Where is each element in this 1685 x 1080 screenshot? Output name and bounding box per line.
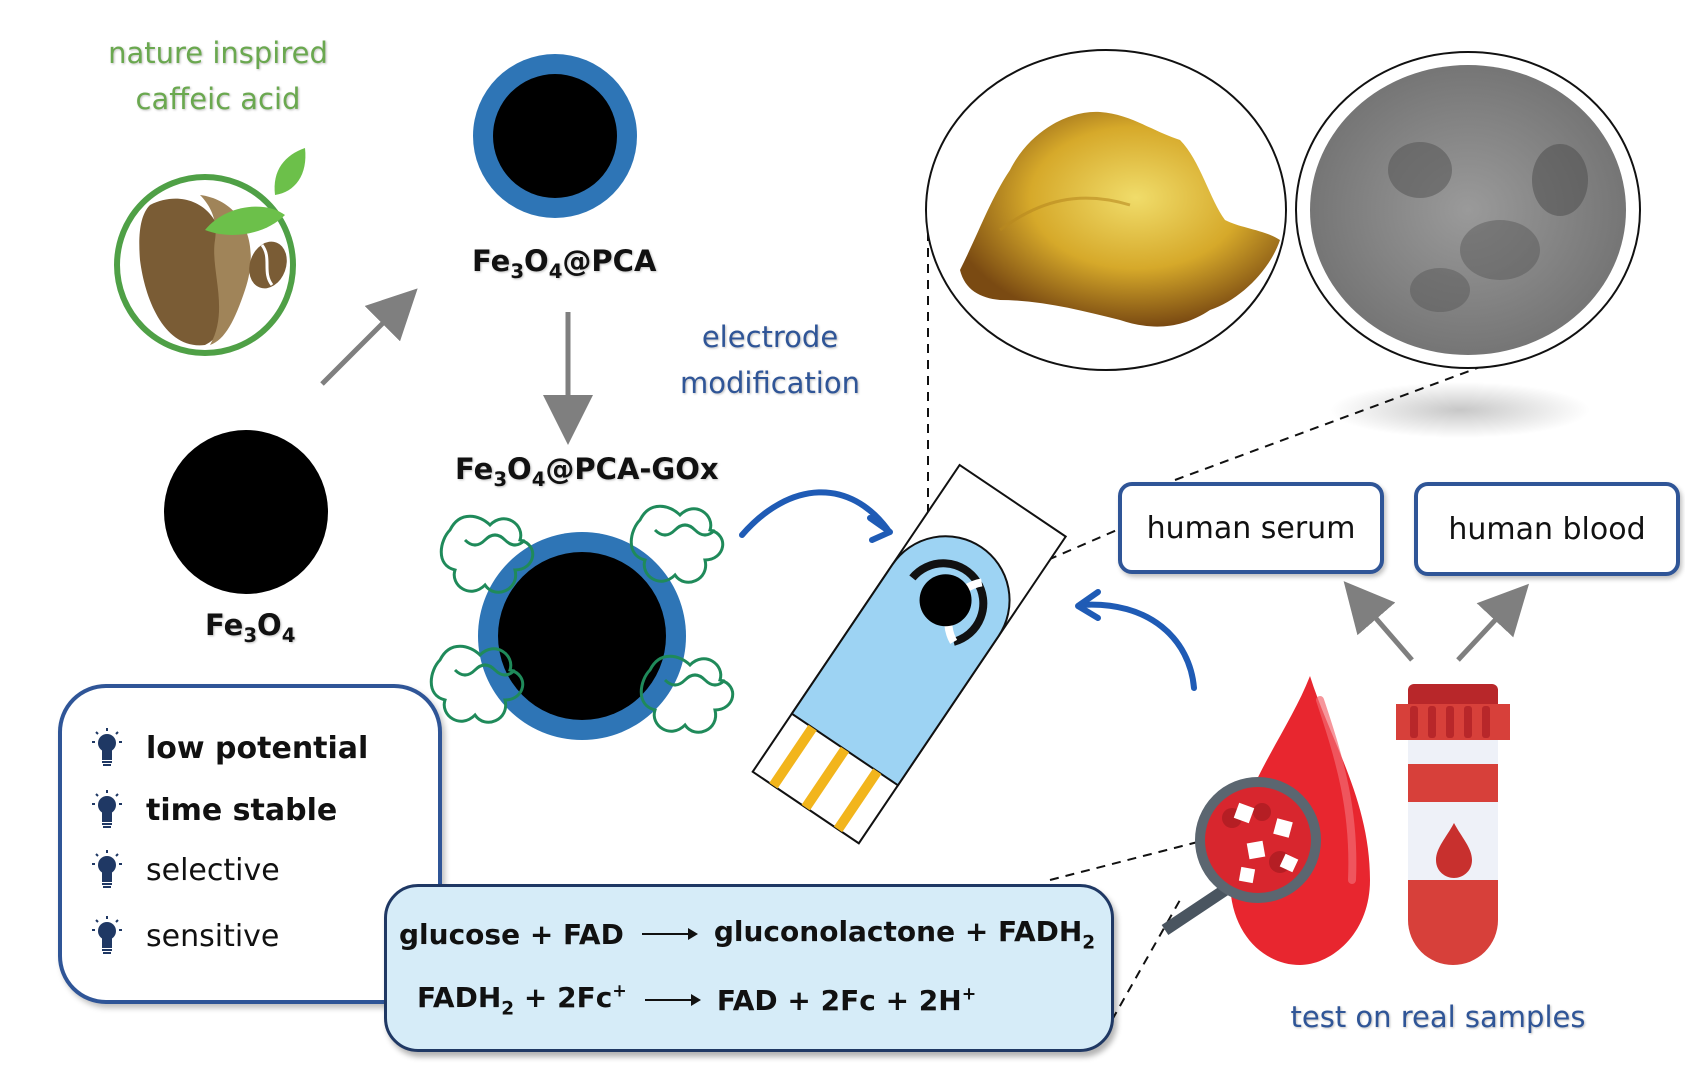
electrode-line2: modification <box>680 366 860 400</box>
reaction-2: FADH2 + 2Fc+ FAD + 2Fc + 2H+ <box>417 981 976 1019</box>
reaction-2-products: FAD + 2Fc + 2H+ <box>716 983 977 1017</box>
fe3o4-label: Fe3O4 <box>205 608 296 647</box>
arrow-to-serum <box>1343 581 1414 662</box>
human-blood-box: human blood <box>1414 482 1680 576</box>
afm-image <box>925 49 1287 371</box>
arrow-to-pca <box>320 288 418 386</box>
caffeic-acid-logo-icon <box>114 148 306 356</box>
gox-enzyme-icon <box>429 504 735 734</box>
reaction-1-products: gluconolactone + FADH2 <box>713 915 1096 954</box>
tem-image <box>1295 51 1641 369</box>
reaction-box: glucose + FAD gluconolactone + FADH2 FAD… <box>384 884 1114 1052</box>
magnifier-icon <box>1161 777 1321 935</box>
nature-inspired-title: nature inspired caffeic acid <box>88 30 348 122</box>
curved-arrow-from-samples-icon <box>1077 601 1197 691</box>
feature-label: selective <box>146 852 280 888</box>
screen-printed-electrode-icon <box>751 463 1068 845</box>
fe3o4-pca-particle-icon <box>473 54 637 218</box>
electrode-line1: electrode <box>701 320 839 354</box>
reaction-arrow-icon <box>641 928 698 941</box>
test-real-samples-label: test on real samples <box>1290 1000 1586 1034</box>
feature-label: sensitive <box>146 918 280 954</box>
lightbulb-icon <box>92 916 122 954</box>
feature-label: time stable <box>146 792 338 828</box>
reaction-arrow-icon <box>644 994 701 1007</box>
lightbulb-icon <box>92 850 122 888</box>
feature-item: low potential <box>90 728 368 768</box>
feature-item: time stable <box>90 790 337 830</box>
blood-drop-icon <box>1161 676 1370 965</box>
arrow-to-blood <box>1456 583 1530 662</box>
blood-test-tube-icon <box>1396 684 1510 965</box>
features-box: low potential time stable selective sens… <box>58 684 442 1004</box>
lightbulb-icon <box>92 728 122 766</box>
reaction-1: glucose + FAD gluconolactone + FADH2 <box>399 915 1095 953</box>
nature-title-line1: nature inspired <box>108 36 328 70</box>
feature-item: selective <box>90 850 280 890</box>
curved-arrow-to-electrode-icon <box>739 489 891 538</box>
lightbulb-icon <box>92 790 122 828</box>
fe3o4-particle-icon <box>164 430 328 594</box>
feature-item: sensitive <box>90 916 279 956</box>
human-serum-box: human serum <box>1118 482 1384 574</box>
reaction-2-reactants: FADH2 + 2Fc+ <box>417 981 627 1020</box>
electrode-modification-label: electrode modification <box>660 314 880 406</box>
fe3o4-pca-gox-label: Fe3O4@PCA-GOx <box>455 452 719 491</box>
nature-title-line2: caffeic acid <box>135 82 301 116</box>
fe3o4-pca-gox-particle-icon <box>429 504 735 740</box>
fe3o4-pca-label: Fe3O4@PCA <box>472 244 657 283</box>
reaction-1-reactants: glucose + FAD <box>399 917 624 951</box>
feature-label: low potential <box>146 730 369 766</box>
